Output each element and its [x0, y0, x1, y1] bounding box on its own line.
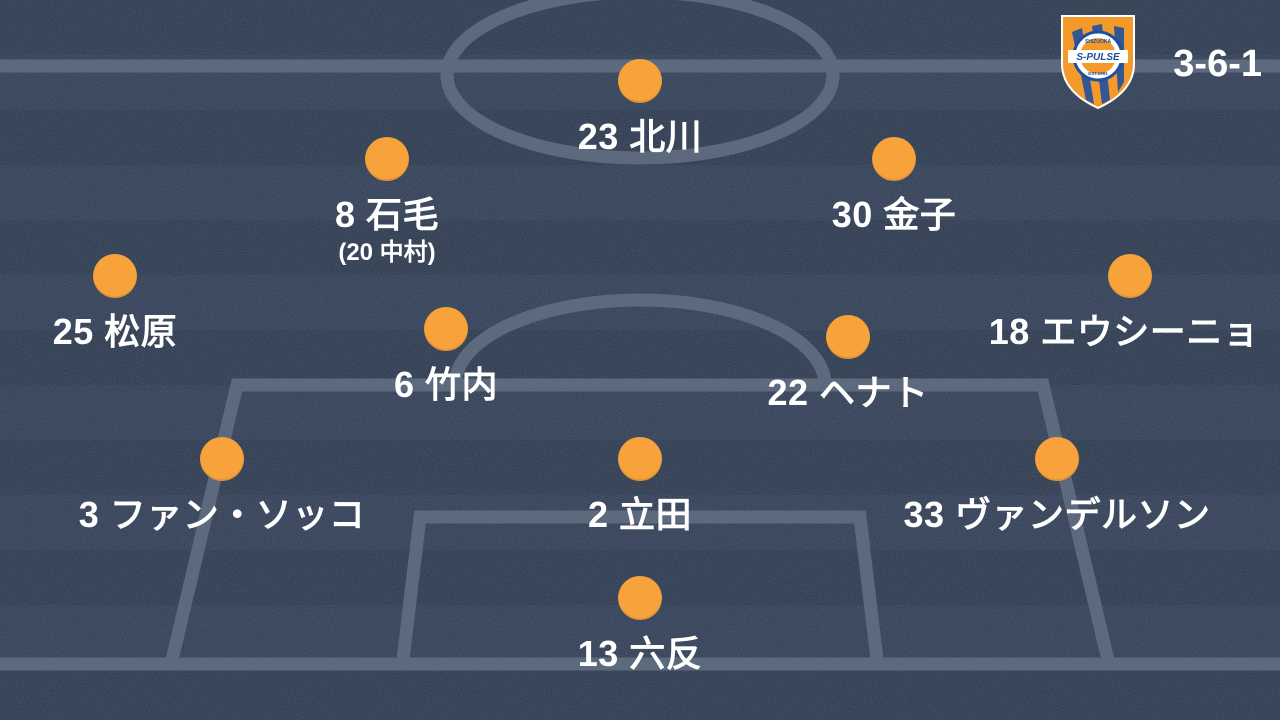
player-label: 13 六反	[577, 633, 703, 674]
player-dot	[365, 137, 409, 181]
player-dot	[872, 137, 916, 181]
player-dot	[1108, 254, 1152, 298]
penalty-arc	[448, 293, 832, 386]
player-label: 2 立田	[587, 494, 693, 535]
svg-text:S-PULSE: S-PULSE	[1076, 52, 1120, 63]
club-crest-logo: S-PULSE SHIZUOKA EST.1991	[1061, 15, 1135, 110]
svg-text:SHIZUOKA: SHIZUOKA	[1085, 39, 1112, 45]
player-dot	[618, 59, 662, 103]
player-dot	[826, 315, 870, 359]
player-label: 18 エウシーニョ	[988, 311, 1260, 352]
goal-box	[396, 510, 884, 661]
player-label: 3 ファン・ソッコ	[78, 494, 366, 535]
center-circle	[440, 0, 840, 165]
player-dot	[93, 254, 137, 298]
player-label: 22 ヘナト	[767, 372, 929, 413]
player-dot	[200, 437, 244, 481]
svg-text:EST.1991: EST.1991	[1088, 71, 1108, 76]
player-label: 30 金子	[831, 194, 957, 235]
player-label: 33 ヴァンデルソン	[903, 494, 1211, 535]
player-dot	[618, 576, 662, 620]
penalty-box	[165, 378, 1115, 662]
player-dot	[618, 437, 662, 481]
player-dot	[424, 307, 468, 351]
player-label: 23 北川	[577, 116, 703, 157]
player-label: 25 松原	[52, 311, 178, 352]
formation-label: 3-6-1	[1173, 43, 1262, 85]
player-dot	[1035, 437, 1079, 481]
player-label: 8 石毛	[334, 194, 440, 235]
substitute-label: (20 中村)	[338, 239, 436, 266]
player-label: 6 竹内	[393, 364, 499, 405]
